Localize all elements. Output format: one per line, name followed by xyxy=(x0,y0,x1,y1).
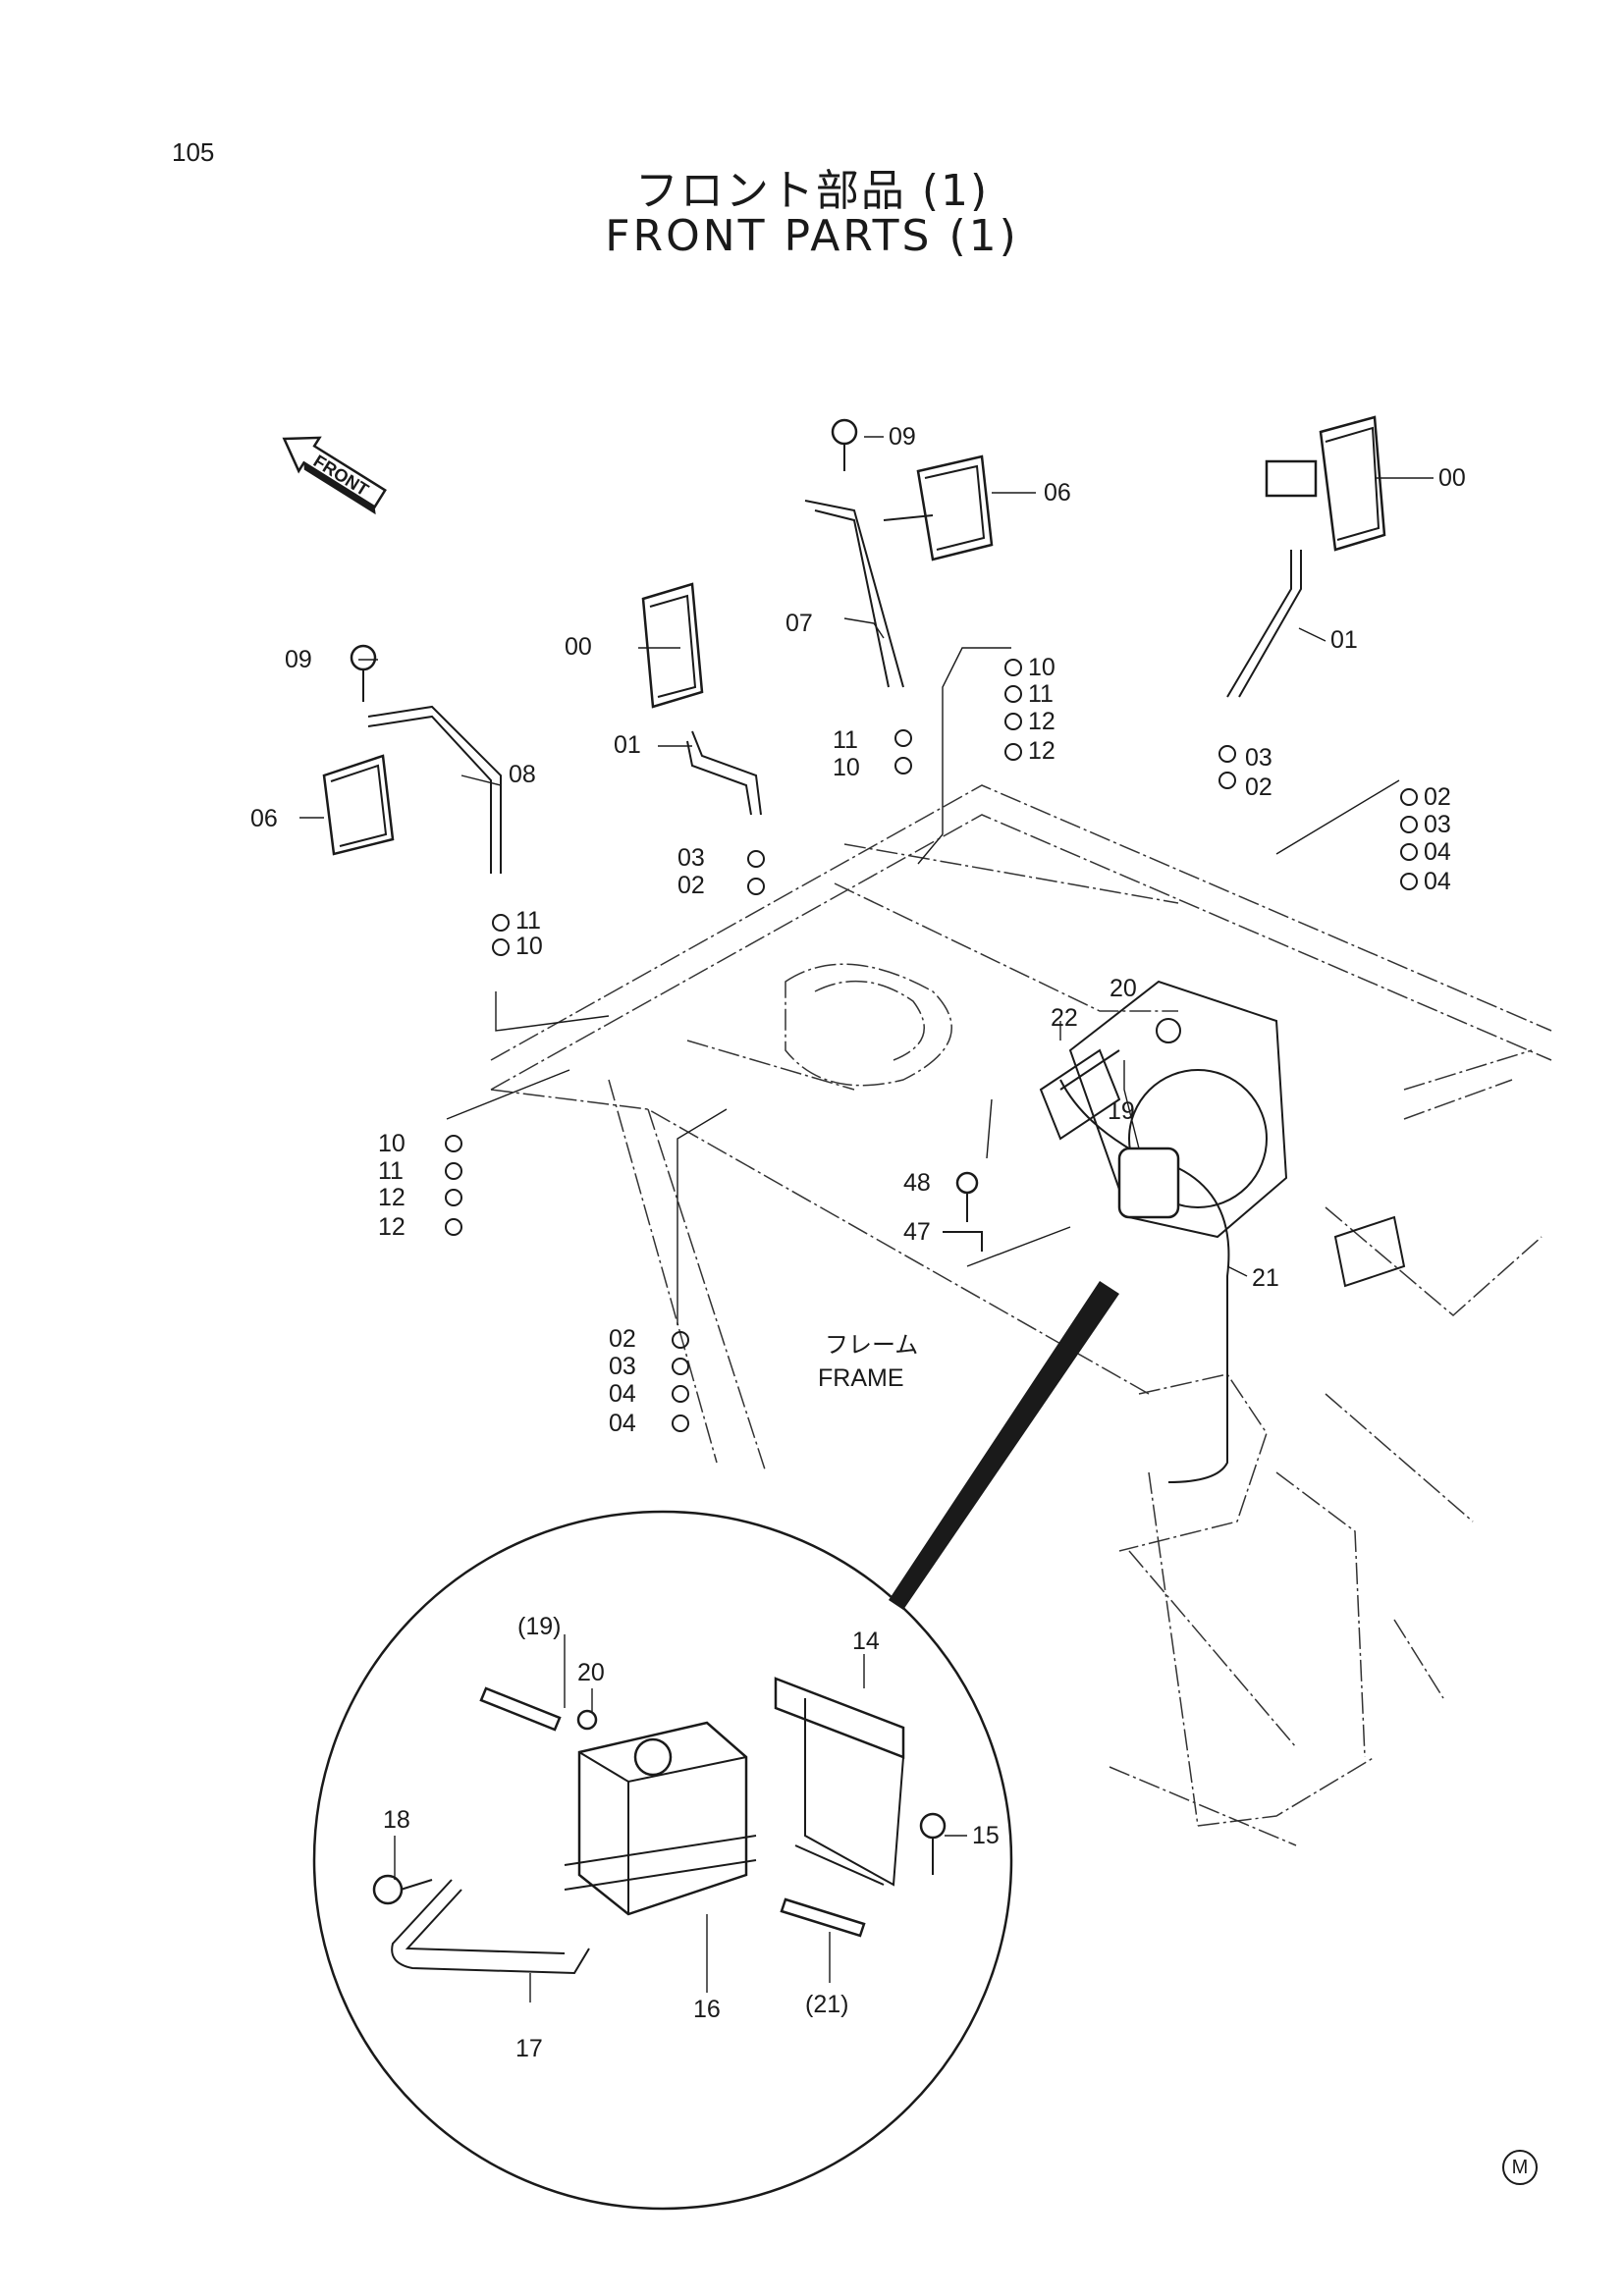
callout-03: 03 xyxy=(609,1353,636,1380)
callout-20: 20 xyxy=(577,1659,605,1686)
callout-00: 00 xyxy=(565,633,592,661)
detail-bolt-18 xyxy=(372,1874,433,1905)
callout-02: 02 xyxy=(1424,783,1451,811)
callout-01: 01 xyxy=(1330,626,1358,654)
frame-label-english: FRAME xyxy=(818,1364,904,1392)
mirror-left-center-assembly xyxy=(641,582,765,895)
callout-08: 08 xyxy=(509,761,536,788)
callout-04: 04 xyxy=(609,1410,636,1437)
callout-22: 22 xyxy=(1051,1004,1078,1032)
callout-04: 04 xyxy=(609,1380,636,1408)
callout-12: 12 xyxy=(1028,737,1056,765)
callout-47: 47 xyxy=(903,1218,931,1246)
callout-12: 12 xyxy=(378,1213,406,1241)
callout-14: 14 xyxy=(852,1628,880,1655)
detail-pointer xyxy=(889,1281,1119,1610)
callout-20: 20 xyxy=(1110,975,1137,1002)
callout-17: 17 xyxy=(515,2035,543,2062)
bolt-bracket-47-48 xyxy=(943,1171,983,1252)
callout-21: 21 xyxy=(1252,1264,1279,1292)
detail-bolt-15 xyxy=(919,1812,947,1875)
callout-04: 04 xyxy=(1424,868,1451,895)
detail-reserve-tank xyxy=(564,1721,757,1916)
callout-11: 11 xyxy=(833,726,858,754)
callout-02: 02 xyxy=(1245,774,1272,801)
frame-label-japanese: フレーム xyxy=(825,1331,918,1359)
detail-hose-upper xyxy=(479,1686,598,1732)
callout-labels: 00 00 01 01 02 02 02 02 03 03 03 03 04 0… xyxy=(250,423,1466,2062)
callout-21-reference: (21) xyxy=(805,1991,848,2018)
mirror-center-assembly xyxy=(804,418,1022,774)
callout-10: 10 xyxy=(378,1130,406,1157)
callout-01: 01 xyxy=(614,731,641,759)
callout-07: 07 xyxy=(785,610,813,637)
callout-10: 10 xyxy=(1028,654,1056,681)
callout-06: 06 xyxy=(1044,479,1071,507)
callout-12: 12 xyxy=(378,1184,406,1211)
callout-11: 11 xyxy=(1028,680,1054,708)
callout-04: 04 xyxy=(1424,838,1451,866)
callout-11: 11 xyxy=(515,907,541,934)
callout-10: 10 xyxy=(833,754,860,781)
maker-mark: M xyxy=(1502,2150,1538,2185)
callout-48: 48 xyxy=(903,1169,931,1197)
callout-12: 12 xyxy=(1028,708,1056,735)
machine-frame-outline xyxy=(490,784,1552,1846)
page-title-english: FRONT PARTS (1) xyxy=(605,211,1019,261)
detail-hose-lower xyxy=(780,1897,866,1938)
callout-leader-lines xyxy=(299,436,1434,2002)
callout-03: 03 xyxy=(1245,744,1272,772)
frame-hardware-stack xyxy=(672,1331,689,1432)
page-number: 105 xyxy=(172,137,215,167)
detail-band-17 xyxy=(391,1879,590,1975)
detail-bracket-14 xyxy=(774,1677,905,1887)
mirror-left-assembly xyxy=(322,644,510,1236)
front-direction-arrow: FRONT xyxy=(282,436,387,515)
callout-18: 18 xyxy=(383,1806,410,1834)
callout-19: 19 xyxy=(1108,1097,1135,1125)
callout-00: 00 xyxy=(1438,464,1466,492)
callout-03: 03 xyxy=(1424,811,1451,838)
callout-09: 09 xyxy=(889,423,916,451)
callout-02: 02 xyxy=(609,1325,636,1353)
page-title-japanese: フロント部品 (1) xyxy=(634,166,990,216)
callout-03: 03 xyxy=(677,844,705,872)
right-hardware-stack xyxy=(1400,788,1418,890)
reserve-tank-mounted xyxy=(1059,1049,1230,1483)
callout-11: 11 xyxy=(378,1157,404,1185)
callout-02: 02 xyxy=(677,872,705,899)
mirror-right-assembly xyxy=(1218,415,1386,789)
engine-radiator-block xyxy=(1039,980,1406,1288)
callout-06: 06 xyxy=(250,805,278,832)
callout-09: 09 xyxy=(285,646,312,673)
callout-16: 16 xyxy=(693,1996,721,2023)
callout-15: 15 xyxy=(972,1822,1000,1849)
callout-19-reference: (19) xyxy=(517,1613,561,1640)
detail-circle xyxy=(312,1510,1013,2211)
callout-10: 10 xyxy=(515,933,543,960)
